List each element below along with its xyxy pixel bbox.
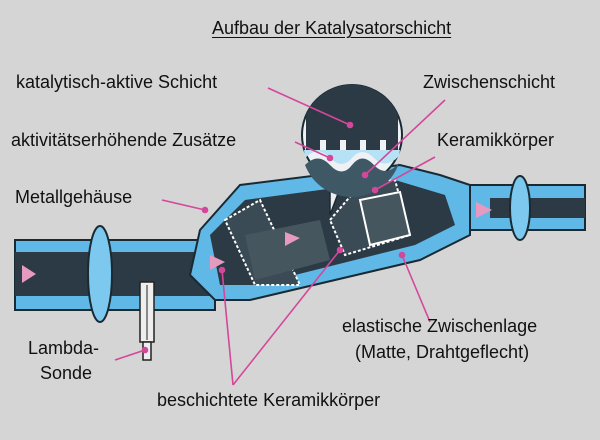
- label-elastic-line1: elastische Zwischenlage: [342, 316, 538, 336]
- magnified-layer-detail: [301, 84, 403, 216]
- flow-arrow: [285, 232, 300, 246]
- flow-arrow: [22, 265, 36, 283]
- label-coated-ceramic: beschichtete Keramikkörper: [157, 390, 381, 410]
- label-active-layer: katalytisch-aktive Schicht: [16, 72, 218, 92]
- diagram-title: Aufbau der Katalysatorschicht: [212, 18, 452, 38]
- label-intermediate-layer: Zwischenschicht: [423, 72, 556, 92]
- label-additives: aktivitätserhöhende Zusätze: [11, 130, 237, 150]
- flange-left: [87, 225, 113, 323]
- label-lambda-line1: Lambda-: [28, 338, 100, 358]
- flow-arrow: [476, 202, 492, 218]
- label-metal-housing: Metallgehäuse: [15, 187, 133, 207]
- label-lambda-line2: Sonde: [40, 363, 93, 383]
- lambda-sensor: [138, 262, 156, 361]
- outlet-pipe: [469, 175, 586, 241]
- flow-arrow: [210, 255, 225, 270]
- pointer-lines: [114, 87, 446, 386]
- inlet-pipe: [14, 225, 216, 323]
- label-ceramic-body: Keramikkörper: [437, 130, 555, 150]
- label-elastic-line2: (Matte, Drahtgeflecht): [355, 342, 530, 362]
